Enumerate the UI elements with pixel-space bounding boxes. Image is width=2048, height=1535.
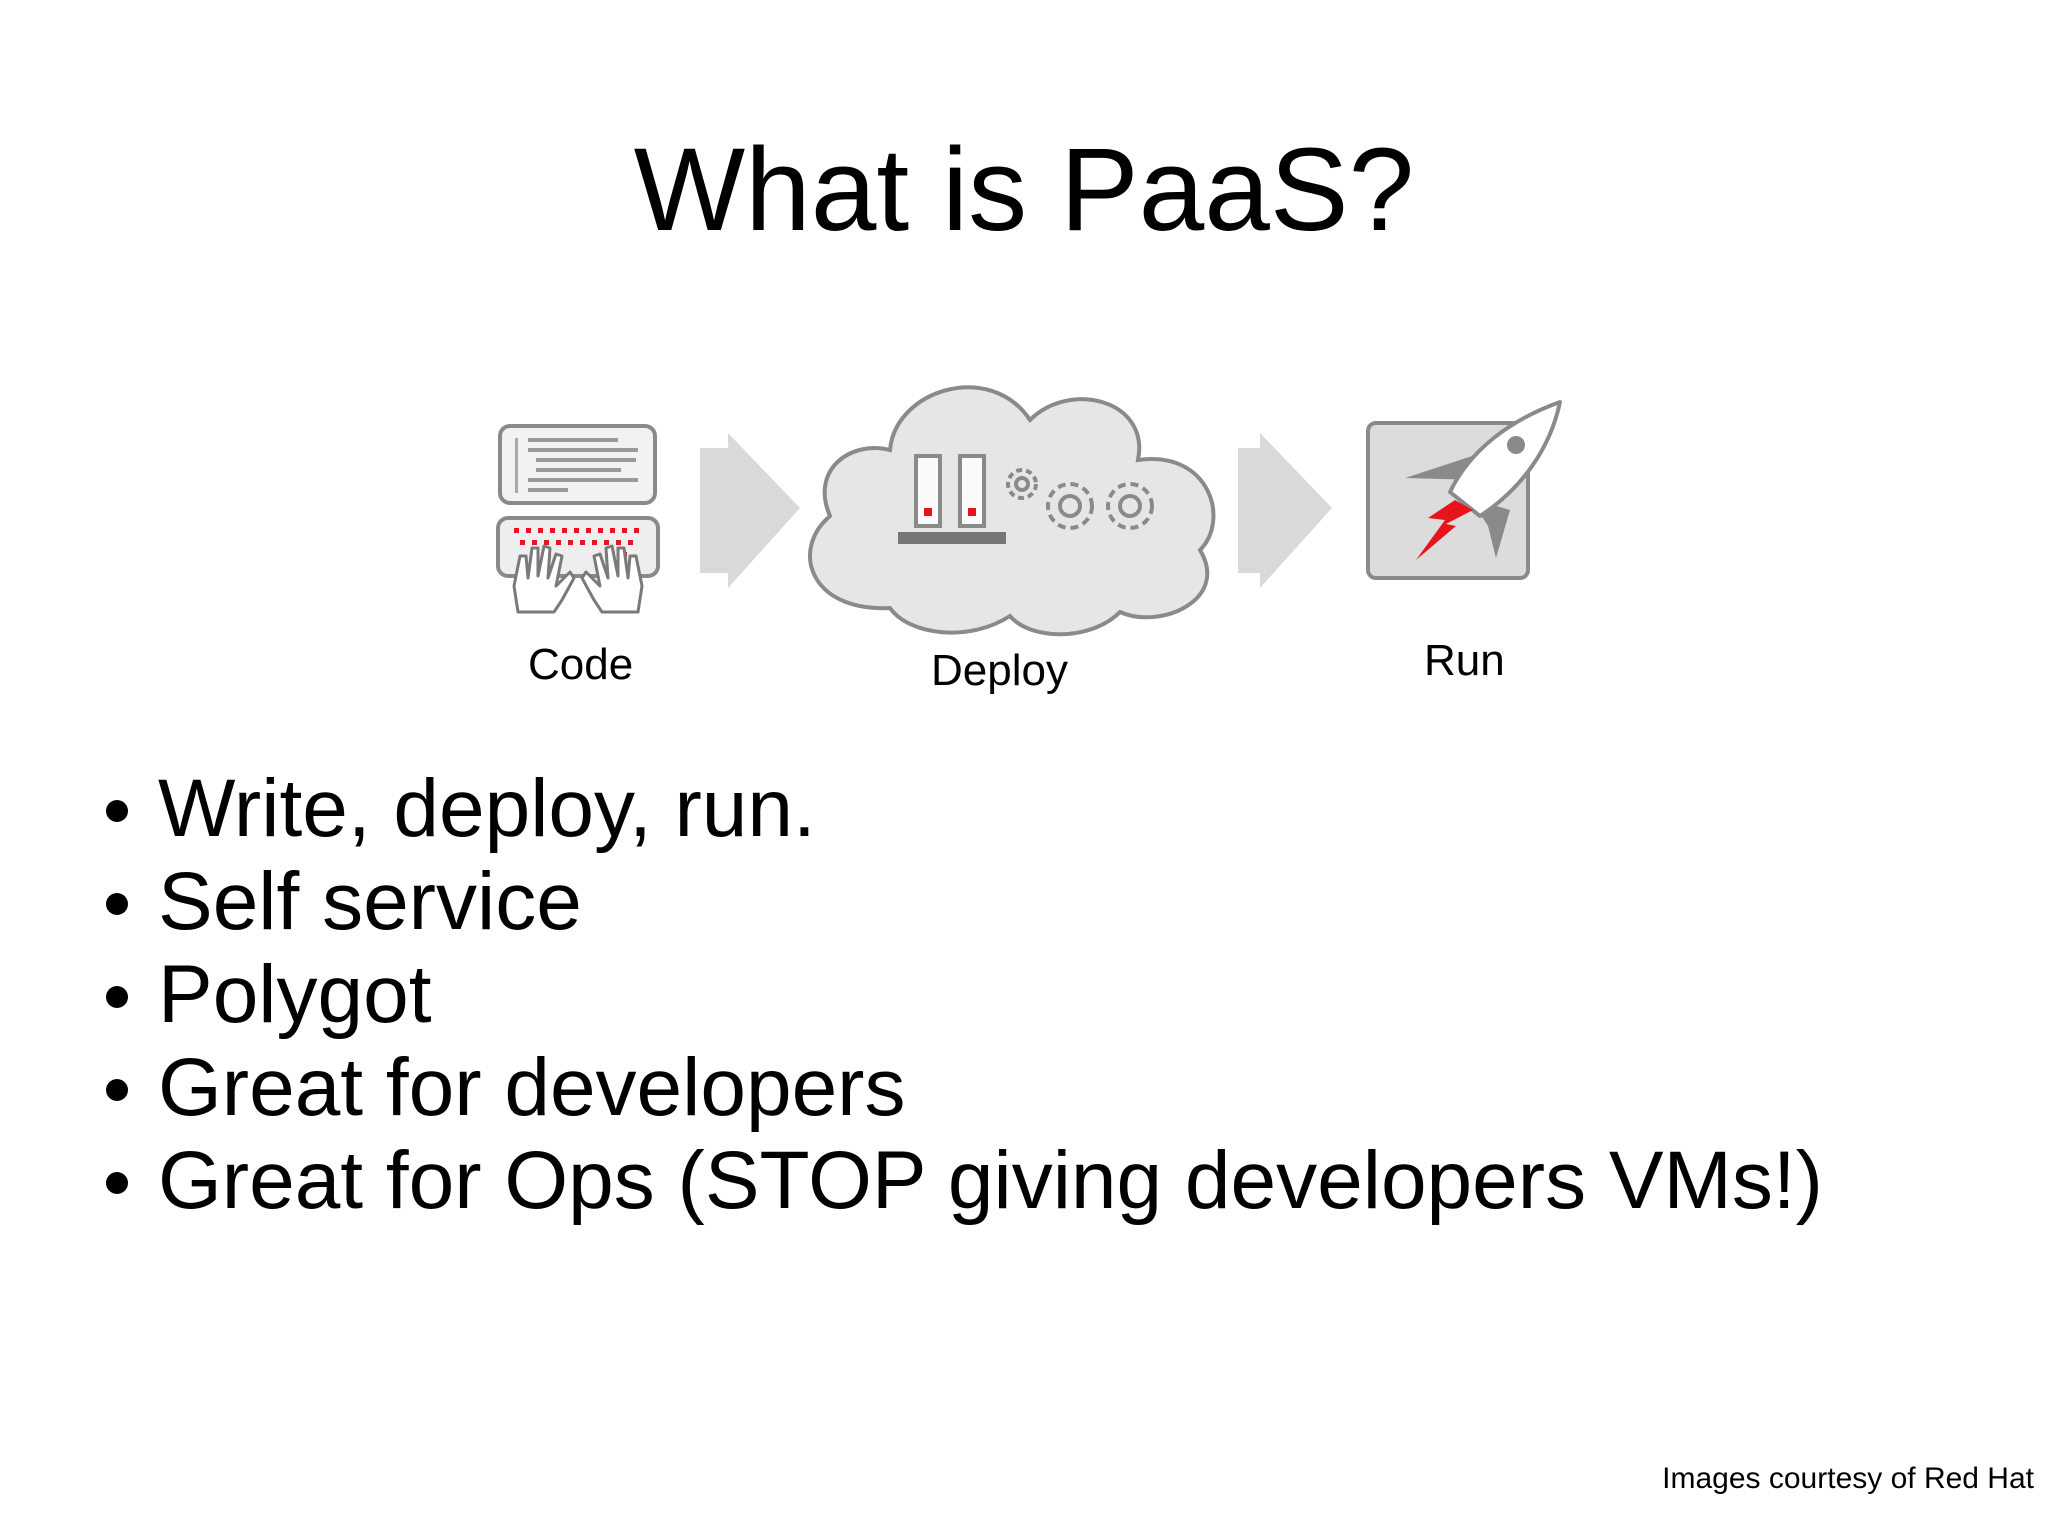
code-keyboard-icon (496, 424, 660, 614)
rocket-icon (1366, 400, 1562, 580)
bullet-dot (106, 893, 128, 915)
bullet-text: Self service (158, 856, 582, 947)
bullet-item: Great for Ops (STOP giving developers VM… (100, 1134, 2000, 1227)
bullet-list: Write, deploy, run. Self service Polygot… (100, 762, 2000, 1227)
bullet-dot (106, 986, 128, 1008)
step-label-code: Code (528, 640, 634, 689)
bullet-text: Write, deploy, run. (158, 763, 816, 854)
bullet-item: Write, deploy, run. (100, 762, 2000, 855)
bullet-dot (106, 800, 128, 822)
bullet-text: Great for developers (158, 1042, 906, 1133)
bullet-item: Polygot (100, 948, 2000, 1041)
slide-title: What is PaaS? (633, 124, 1415, 256)
bullet-item: Great for developers (100, 1041, 2000, 1134)
flow-graphic (496, 385, 1562, 637)
bullet-text: Great for Ops (STOP giving developers VM… (158, 1135, 1823, 1226)
bullet-item: Self service (100, 855, 2000, 948)
bullet-dot (106, 1079, 128, 1101)
bullet-dot (106, 1172, 128, 1194)
paas-flow-diagram: Code Deploy Run (470, 350, 1600, 710)
arrow-right-icon (700, 433, 800, 588)
arrow-right-icon (1238, 433, 1332, 588)
cloud-deploy-icon (808, 385, 1216, 637)
step-label-run: Run (1424, 636, 1505, 685)
step-label-deploy: Deploy (931, 646, 1068, 695)
image-credit: Images courtesy of Red Hat (1662, 1462, 2034, 1495)
bullet-text: Polygot (158, 949, 432, 1040)
